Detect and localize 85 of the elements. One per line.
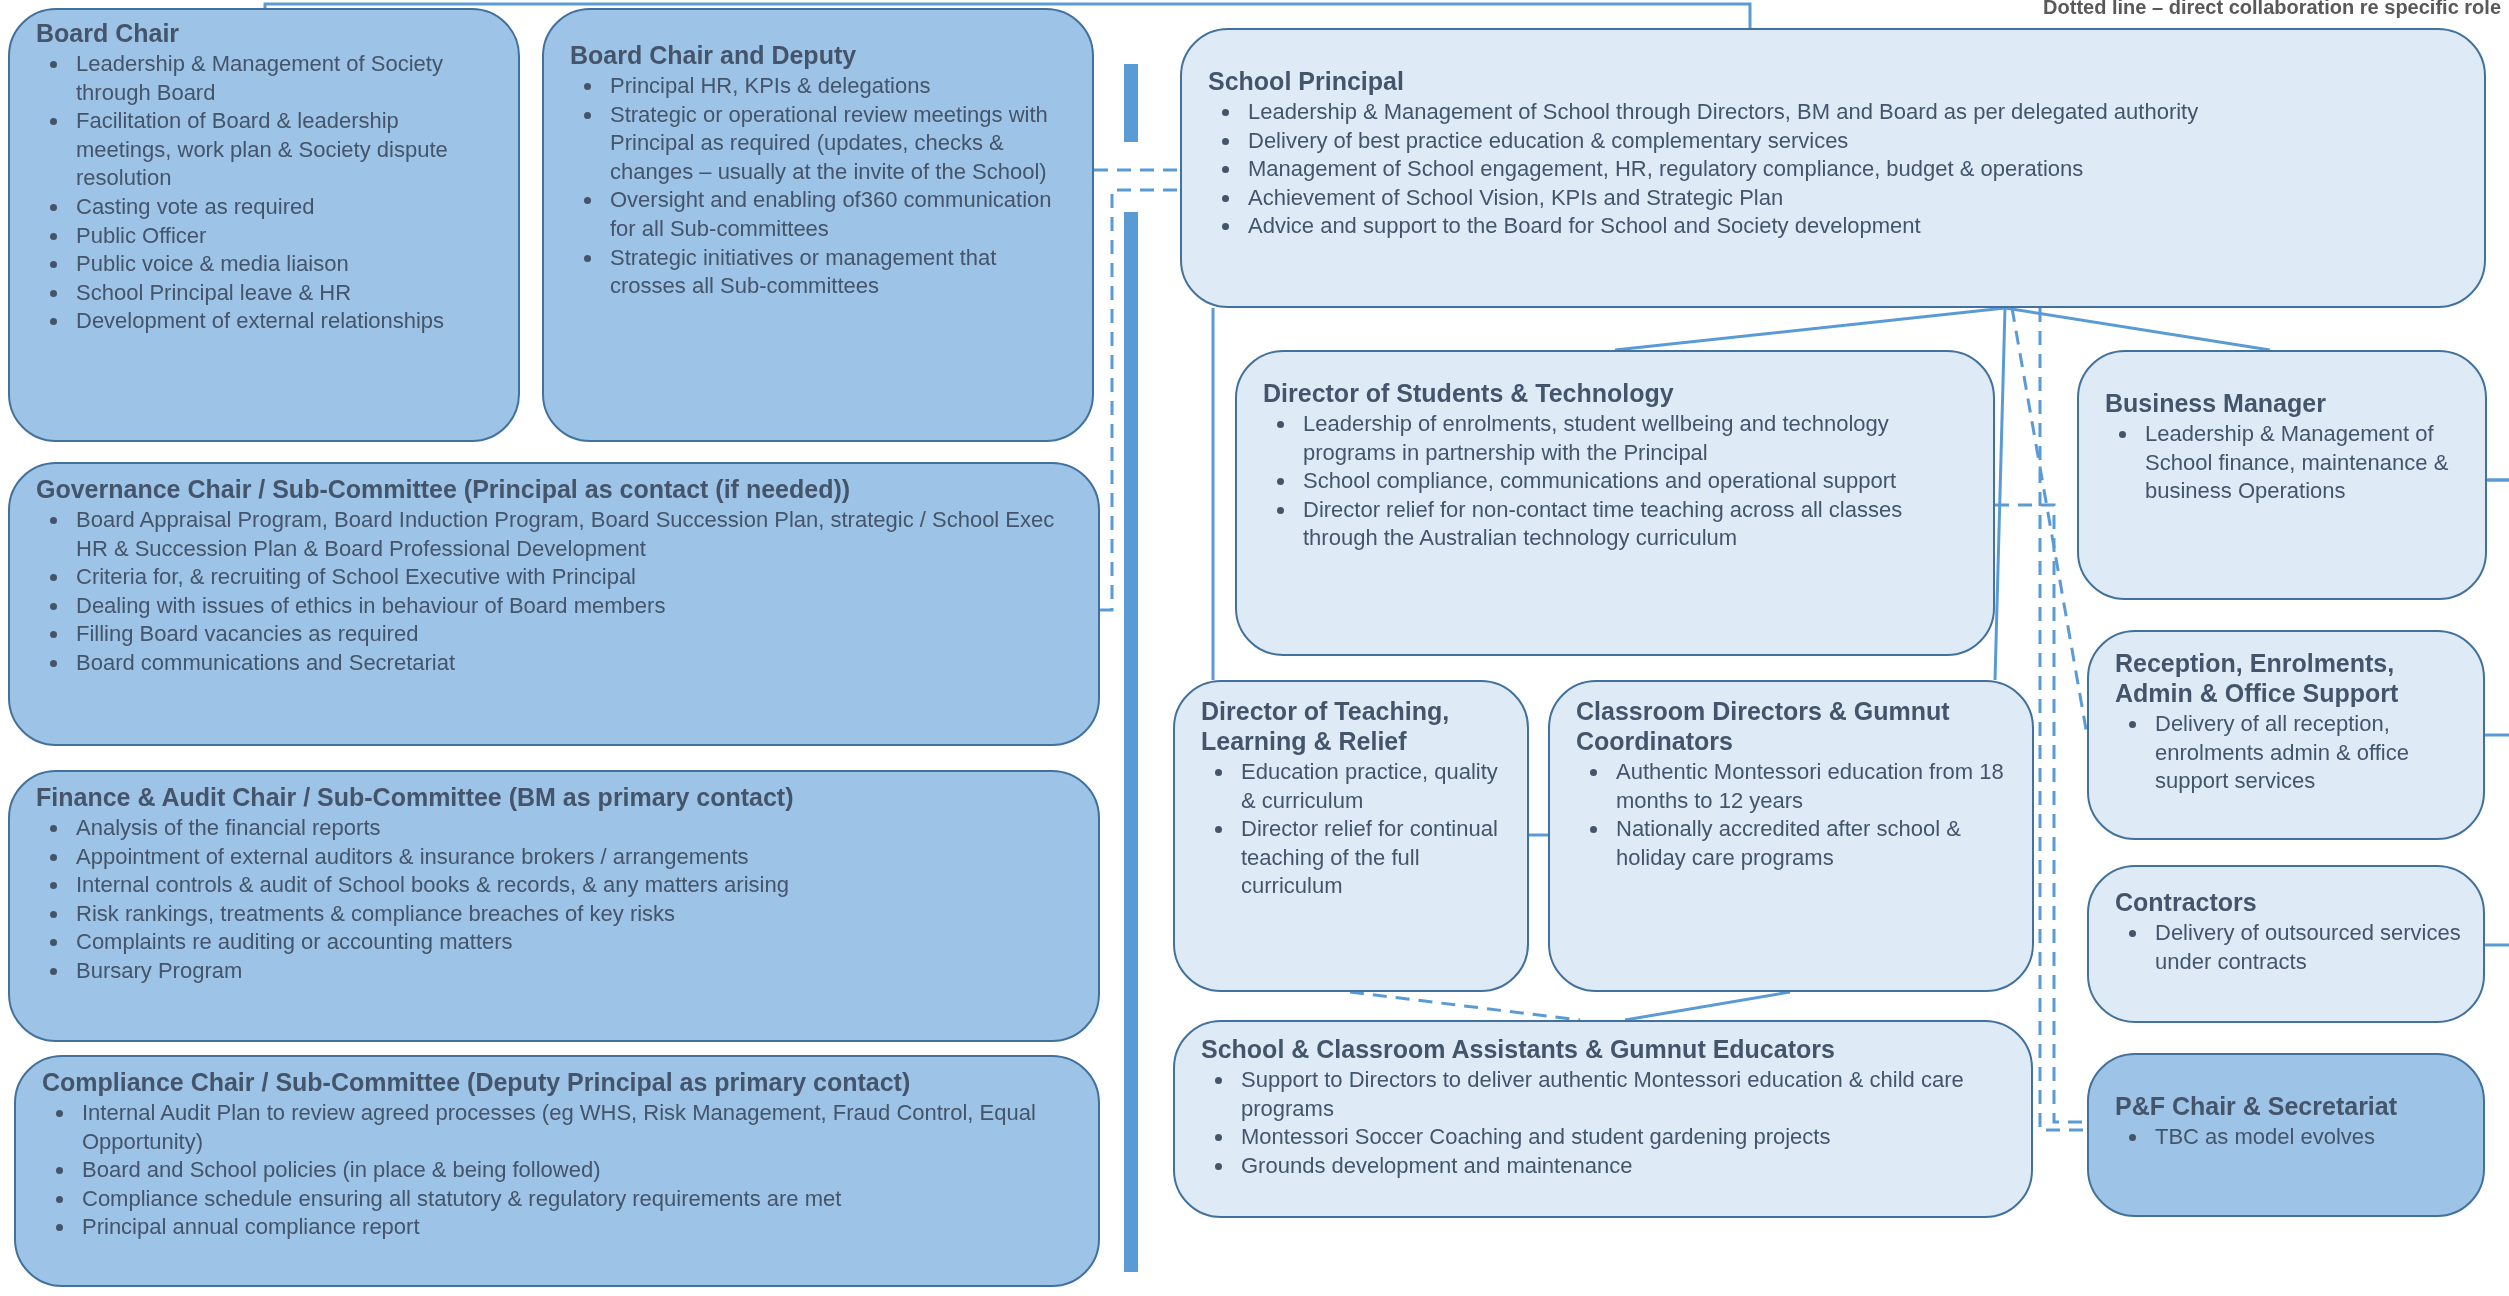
duty-item: Leadership of enrolments, student wellbeing and technology programs in partnership with the Principal xyxy=(1303,411,1889,465)
duty-item: Casting vote as required xyxy=(76,193,315,219)
vertical-bar xyxy=(1124,64,1138,142)
duty-item: Filling Board vacancies as required xyxy=(76,621,419,647)
role-title: Board Chair xyxy=(36,18,181,48)
role-box xyxy=(8,8,520,442)
role-box xyxy=(1235,350,1995,656)
duty-item: Management of School engagement, HR, regulatory compliance, budget & operations xyxy=(1248,156,2084,182)
duty-item: Complaints re auditing or accounting matters xyxy=(76,929,513,955)
duty-item: Risk rankings, treatments & compliance breaches of key risks xyxy=(76,900,676,926)
connector-line xyxy=(1529,833,1548,837)
role-title: Compliance Chair / Sub-Committee (Deputy Principal as primary contact) xyxy=(42,1067,912,1097)
role-title: Governance Chair / Sub-Committee (Principal as contact (if needed)) xyxy=(36,474,852,504)
duty-item: Principal annual compliance report xyxy=(82,1214,420,1240)
duty-item: Internal controls & audit of School books & records, & any matters arising xyxy=(76,872,789,898)
duty-item: Criteria for, & recruiting of School Executive with Principal xyxy=(76,564,636,590)
role-box xyxy=(2087,865,2485,1023)
role-box xyxy=(8,462,1100,746)
connector-line xyxy=(1211,308,1215,680)
duty-item: TBC as model evolves xyxy=(2155,1124,2376,1149)
duty-item: Board communications and Secretariat xyxy=(76,649,456,675)
duty-item: Grounds development and maintenance xyxy=(1241,1152,1633,1178)
duty-item: Dealing with issues of ethics in behaviour of Board members xyxy=(76,592,666,618)
role-box xyxy=(1548,680,2034,992)
duty-item: Public voice & media liaison xyxy=(76,251,349,277)
role-title: Business Manager xyxy=(2105,388,2327,418)
duty-item: Delivery of outsourced services under contracts xyxy=(2155,920,2461,974)
duty-item: Director relief for non-contact time teaching across all classes through the Australian technology curriculum xyxy=(1303,496,1903,551)
duty-item: Compliance schedule ensuring all statutory & regulatory requirements are met xyxy=(82,1185,842,1211)
duty-item: Board and School policies (in place & being followed) xyxy=(82,1157,601,1183)
role-box xyxy=(14,1055,1100,1287)
role-title: Finance & Audit Chair / Sub-Committee (BM as primary contact) xyxy=(36,782,795,812)
duty-item: Leadership & Management of School finance, maintenance & business Operations xyxy=(2145,421,2449,504)
dashed-connector xyxy=(1349,990,1581,1022)
duty-item: Director relief for continual teaching of the full curriculum xyxy=(1241,816,1498,899)
role-box xyxy=(8,770,1100,1042)
connector-line xyxy=(2004,306,2271,352)
duty-item: Leadership & Management of School through Directors, BM and Board as per delegated authority xyxy=(1248,99,2199,124)
dashed-connector xyxy=(1094,168,1180,172)
role-box xyxy=(2087,630,2485,840)
role-title: P&F Chair & Secretariat xyxy=(2115,1091,2399,1121)
duty-item: Oversight and enabling of360 communication for all Sub-committees xyxy=(610,187,1052,241)
duty-item: Analysis of the financial reports xyxy=(76,815,381,840)
role-box xyxy=(2077,350,2487,600)
role-box xyxy=(1173,1020,2033,1218)
duty-item: Strategic or operational review meetings with Principal as required (updates, checks & changes – usually at the invite of the School) xyxy=(610,101,1048,184)
role-box xyxy=(1173,680,1529,992)
dashed-connector xyxy=(1100,188,1180,612)
role-title: Reception, Enrolments, Admin & Office Support xyxy=(2115,648,2400,708)
duty-item: Internal Audit Plan to review agreed processes (eg WHS, Risk Management, Fraud Control, Equal Opportunity) xyxy=(82,1100,1036,1154)
role-title: Director of Teaching, Learning & Relief xyxy=(1201,696,1451,756)
connector-line xyxy=(1614,306,2006,352)
duty-item: Support to Directors to deliver authentic Montessori education & child care programs xyxy=(1241,1067,1964,1121)
duty-item: Delivery of best practice education & complementary services xyxy=(1248,127,1849,153)
duty-item: Leadership & Management of Society through Board xyxy=(76,51,443,105)
duty-item: Board Appraisal Program, Board Induction Program, Board Succession Plan, strategic / School Exec HR & Succession Plan & Board Professional Development xyxy=(76,507,1055,561)
duty-item: School Principal leave & HR xyxy=(76,279,352,305)
duty-item: Authentic Montessori education from 18 months to 12 years xyxy=(1616,759,2004,813)
duty-item: Achievement of School Vision, KPIs and Strategic Plan xyxy=(1248,184,1784,210)
duty-item: Bursary Program xyxy=(76,957,243,983)
duty-item: Delivery of all reception, enrolments admin & office support services xyxy=(2155,711,2409,794)
role-box xyxy=(1180,28,2486,308)
role-title: Classroom Directors & Gumnut Coordinators xyxy=(1576,696,1951,756)
duty-item: Strategic initiatives or management that crosses all Sub-committees xyxy=(610,244,997,299)
connector-line xyxy=(2485,478,2509,947)
duty-item: Public Officer xyxy=(76,222,207,248)
connector-line xyxy=(263,2,1752,28)
duty-item: Development of external relationships xyxy=(76,308,445,334)
role-box xyxy=(2087,1053,2485,1217)
duty-item: School compliance, communications and operational support xyxy=(1303,468,1897,494)
duty-item: Facilitation of Board & leadership meetings, work plan & Society dispute resolution xyxy=(76,108,448,191)
duty-item: Education practice, quality & curriculum xyxy=(1241,759,1498,813)
duty-item: Principal HR, KPIs & delegations xyxy=(610,73,931,98)
connector-line xyxy=(1993,307,2007,681)
role-box xyxy=(542,8,1094,442)
duty-item: Appointment of external auditors & insurance brokers / arrangements xyxy=(76,843,749,869)
vertical-bar xyxy=(1124,212,1138,1272)
duty-item: Advice and support to the Board for School and Society development xyxy=(1248,213,1921,239)
duty-item: Montessori Soccer Coaching and student gardening projects xyxy=(1241,1124,1831,1150)
role-title: School Principal xyxy=(1208,66,1405,96)
duty-item: Nationally accredited after school & holiday care programs xyxy=(1616,816,1961,870)
role-title: Board Chair and Deputy xyxy=(570,40,858,70)
role-title: Director of Students & Technology xyxy=(1263,378,1675,408)
role-title: Contractors xyxy=(2115,887,2258,917)
role-title: School & Classroom Assistants & Gumnut Educators xyxy=(1201,1034,1836,1064)
